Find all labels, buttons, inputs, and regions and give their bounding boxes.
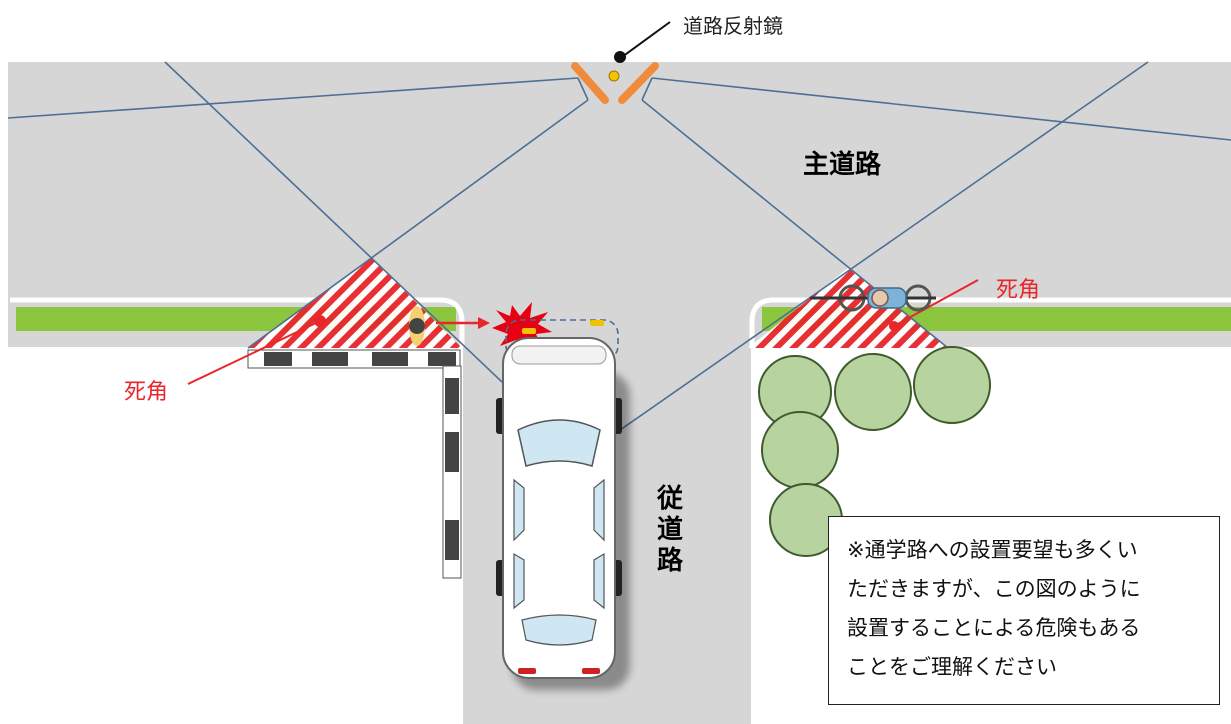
tree: [913, 346, 991, 424]
side-road-label: 従道路: [656, 484, 683, 576]
road-mirror: [571, 21, 671, 104]
collision-arrow-head: [478, 317, 490, 329]
car-icon: [496, 320, 630, 690]
mirror-pole-dot: [614, 51, 626, 63]
blind-spot-left-label: 死角: [124, 380, 169, 405]
blind-spot-right-pointer: [893, 279, 979, 327]
note-line: 設置することによる危険もある: [847, 616, 1141, 640]
warning-note: ※通学路への設置要望も多くい ただきますが、この図のように 設置することによる危…: [828, 516, 1220, 705]
main-road-label: 主道路: [803, 150, 882, 180]
bicycle-icon: [810, 284, 936, 312]
mirror-right-panel: [618, 62, 659, 104]
mirror-post: [608, 70, 620, 82]
tree: [834, 353, 912, 431]
note-line: ※通学路への設置要望も多くい: [847, 538, 1138, 562]
pedestrian-icon: [409, 306, 425, 346]
tree: [761, 411, 839, 489]
blind-spot-left-pointer: [187, 321, 319, 385]
note-line: ことをご理解ください: [847, 655, 1057, 679]
trees: [758, 346, 991, 557]
wall: [247, 349, 462, 579]
curb-right: [749, 297, 1231, 347]
blind-spot-left-marker: [314, 315, 326, 327]
mirror-left-panel: [571, 62, 609, 104]
note-line: ただきますが、この図のように: [847, 577, 1141, 601]
blind-spot-left-area: [248, 258, 462, 348]
mirror-label: 道路反射鏡: [683, 14, 783, 38]
blind-spot-right-label: 死角: [996, 278, 1041, 303]
